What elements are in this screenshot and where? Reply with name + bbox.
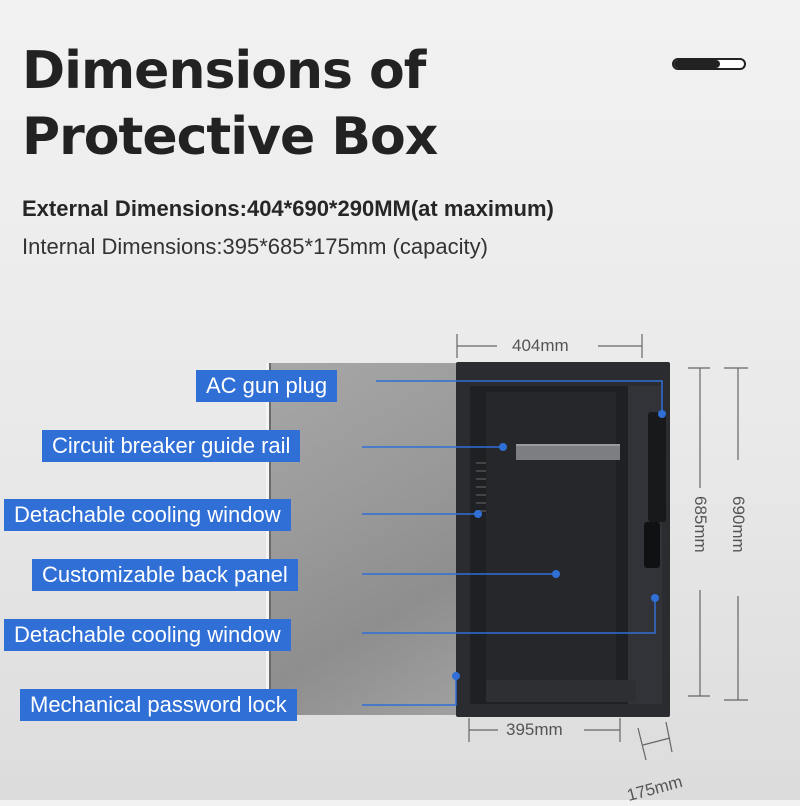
callout-back-panel: Customizable back panel [32,559,298,591]
callout-guide-rail: Circuit breaker guide rail [42,430,301,462]
box-cabinet [456,362,670,717]
title-line-1: Dimensions of [22,41,426,101]
external-dimensions: External Dimensions:404*690*290MM(at max… [22,196,554,221]
toggle-indicator [672,58,746,70]
title-line-2: Protective Box [22,107,438,167]
guide-rail [516,444,620,460]
outer-height-label: 690mm [729,496,748,553]
box-door [266,363,459,715]
width-top-label: 404mm [512,336,569,355]
callout-cooling-window-1: Detachable cooling window [4,499,291,531]
cabinet-base [486,680,636,702]
password-lock [644,522,660,568]
callout-password-lock: Mechanical password lock [20,689,297,721]
page-title: Dimensions of Protective Box [22,38,438,170]
gun-plug-holder [648,412,666,522]
inner-height-label: 685mm [691,496,710,553]
width-bottom-label: 395mm [506,720,563,739]
callout-cooling-window-2: Detachable cooling window [4,619,291,651]
internal-dimensions: Internal Dimensions:395*685*175mm (capac… [22,234,488,259]
callout-ac-gun-plug: AC gun plug [196,370,338,402]
